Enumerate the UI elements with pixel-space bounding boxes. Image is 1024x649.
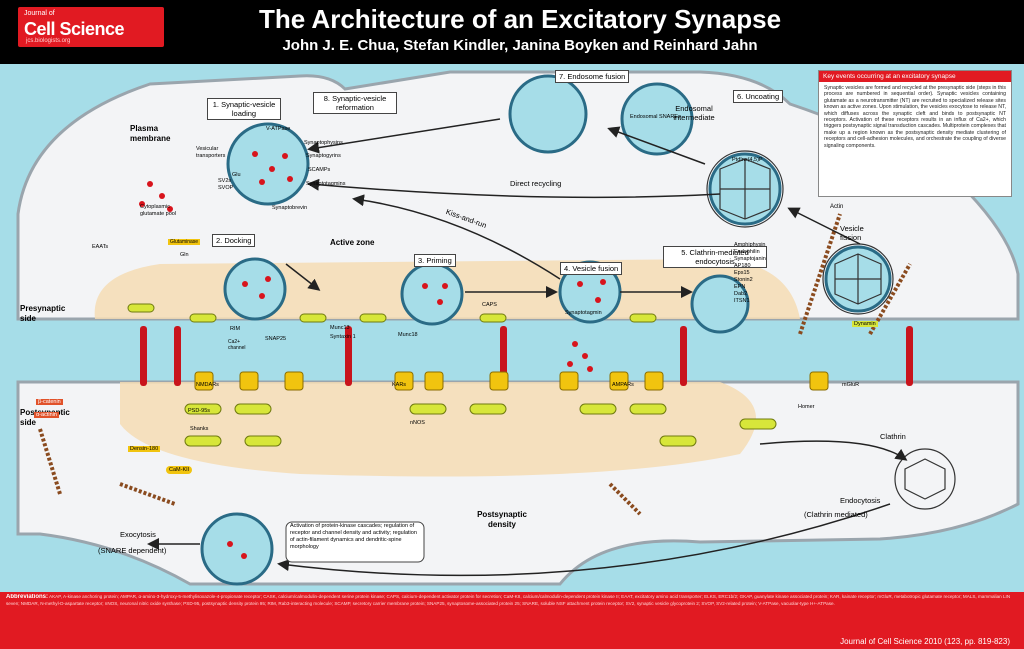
activation-box-frame — [285, 521, 425, 563]
label-plasma-membrane: Plasma membrane — [130, 124, 171, 143]
label-direct-recycling: Direct recycling — [510, 179, 562, 188]
logo-url: jcs.biologists.org — [26, 38, 71, 44]
label-camkii: CaM-KII — [166, 466, 193, 474]
label-ca-channel: Ca2+ channel — [228, 339, 246, 351]
poster-authors: John J. E. Chua, Stefan Kindler, Janina … — [282, 37, 758, 54]
step-4-label: 4. Vesicle fusion — [560, 262, 623, 275]
label-v-atpase: V-ATPase — [266, 126, 291, 132]
title-bar: Journal of Cell Science jcs.biologists.o… — [0, 0, 1024, 64]
label-endosomal-snares: Endosomal SNAREs — [630, 114, 681, 120]
endocytic-protein-list: Amphiphysin Endophilin Synaptojanin AP18… — [734, 242, 766, 305]
label-exocytosis: Exocytosis — [120, 530, 156, 539]
label-catenin: β-catenin — [36, 399, 63, 405]
label-nmdar: NMDARs — [196, 382, 219, 388]
glutamate-molecules — [139, 151, 606, 559]
clathrin-coat — [706, 150, 956, 510]
pathway-arrows — [147, 118, 908, 577]
label-cytoplasmic-pool: Cytoplasmic glutamate pool — [140, 204, 177, 217]
logo-cell-science: Cell Science — [24, 19, 125, 39]
label-postsynaptic-density: Postsynaptic density — [477, 510, 527, 529]
label-synaptotagmin: Synaptotagmin — [565, 310, 602, 316]
abbreviations-footer: Abbreviations: AKAP, A-kinase anchoring … — [0, 592, 1024, 649]
label-syntaxin: Syntaxin 1 — [330, 334, 356, 340]
label-kar: KARs — [392, 382, 407, 388]
poster-title: The Architecture of an Excitatory Synaps… — [258, 4, 782, 34]
abbreviations-block: Abbreviations: AKAP, A-kinase anchoring … — [6, 594, 1018, 634]
activation-box-text: Activation of protein-kinase cascades; r… — [290, 523, 417, 550]
label-ampar: AMPARs — [612, 382, 634, 388]
synapse-illustration — [16, 70, 1020, 586]
label-glu: Glu — [232, 172, 241, 178]
step-7-label: 7. Endosome fusion — [555, 70, 630, 83]
label-shank: Shanks — [190, 426, 209, 432]
cell-adhesion-molecules — [140, 326, 913, 386]
journal-logo: Journal of Cell Science jcs.biologists.o… — [18, 7, 164, 47]
label-nnos: nNOS — [410, 420, 425, 426]
label-presynaptic-side: Presynaptic side — [20, 304, 66, 323]
step-2-label: 2. Docking — [212, 234, 256, 247]
endocytic-protein: AP180 — [734, 263, 751, 269]
postsynaptic-density-region — [120, 382, 756, 477]
synaptic-vesicles — [200, 74, 892, 586]
abbreviations-text: AKAP, A-kinase anchoring protein; AMPAR,… — [6, 594, 1011, 606]
endocytic-protein: Amphiphysin — [734, 242, 766, 248]
label-dynamin: Dynamin — [852, 321, 878, 327]
label-synaptophysins: Synaptophysins — [304, 140, 343, 146]
endocytic-protein: Synaptojanin — [734, 256, 766, 262]
label-actinin: α-actinin — [34, 412, 59, 418]
label-ptdins: PtdIns(4,5)P — [732, 157, 763, 163]
actin-filaments — [38, 213, 912, 516]
endocytic-protein: ITSN1 — [734, 298, 750, 304]
endocytic-protein: Eps15 — [734, 270, 750, 276]
label-synaptogyrins: Synaptogyrins — [306, 153, 341, 159]
logo-journal-of: Journal of — [24, 10, 55, 17]
label-densin: Densin-180 — [128, 446, 161, 452]
glutamate-receptors — [194, 371, 829, 391]
step-8-label: 8. Synaptic-vesicle reformation — [313, 92, 397, 114]
label-snare-dependent: (SNARE dependent) — [98, 546, 167, 555]
label-clathrin: Clathrin — [880, 432, 906, 441]
endocytic-protein: EPN — [734, 284, 746, 290]
citation: Journal of Cell Science 2010 (123, pp. 8… — [840, 637, 1010, 646]
endocytic-protein: Stonin2 — [734, 277, 753, 283]
label-rim: RIM — [230, 326, 241, 332]
step-3-label: 3. Priming — [414, 254, 456, 267]
label-active-zone: Active zone — [330, 238, 375, 247]
step-6-label: 6. Uncoating — [733, 90, 784, 103]
label-psd95: PSD-95s — [188, 408, 211, 414]
label-snap25: SNAP25 — [265, 336, 287, 342]
step-5-label: 5. Clathrin-mediated endocytosis — [663, 246, 767, 268]
label-endosomal-intermediate: Endosomal intermediate — [673, 104, 715, 122]
abbreviations-heading: Abbreviations: — [6, 594, 49, 600]
label-munc18: Munc18 — [398, 332, 418, 338]
endocytic-protein: Endophilin — [734, 249, 760, 255]
label-actin: Actin — [830, 204, 844, 210]
label-vesicular-transporters: Vesicular transporters — [196, 146, 226, 159]
label-mglur: mGluR — [842, 382, 860, 388]
label-caps: CAPS — [482, 302, 497, 308]
label-scamps: SCAMPs — [308, 167, 331, 173]
label-gln: Gln — [180, 252, 189, 258]
label-synaptotagmins: Synaptotagmins — [306, 181, 346, 187]
key-events-box: Key events occurring at an excitatory sy… — [818, 70, 1012, 197]
label-homer: Homer — [798, 404, 815, 410]
label-eaat: EAATs — [92, 244, 109, 250]
scaffold-proteins — [184, 403, 777, 447]
key-events-heading: Key events occurring at an excitatory sy… — [819, 71, 1011, 82]
label-synaptobrevin: Synaptobrevin — [272, 205, 308, 211]
label-sv2-svop: SV2s SVOP — [218, 178, 234, 191]
active-zone-proteins — [127, 303, 657, 323]
label-glutaminase: Glutaminase — [168, 239, 201, 245]
endocytic-protein: Dab2 — [734, 291, 748, 297]
label-endocytosis: Endocytosis — [840, 496, 881, 505]
step-1-label: 1. Synaptic-vesicle loading — [207, 98, 281, 120]
label-munc13: Munc13 — [330, 325, 350, 331]
label-postsynaptic-side: Postsynaptic side — [20, 408, 70, 427]
label-vesicle-fission: Vesicle fission — [840, 224, 864, 242]
label-clathrin-mediated: (Clathrin mediated) — [804, 510, 868, 519]
key-events-text: Synaptic vesicles are formed and recycle… — [824, 85, 1006, 149]
